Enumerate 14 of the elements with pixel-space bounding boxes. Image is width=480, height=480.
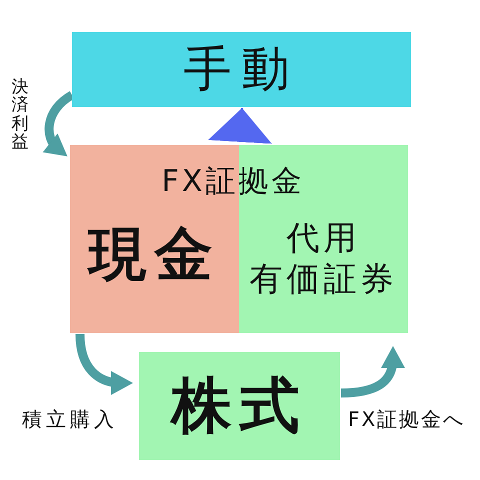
triangle-arrow xyxy=(208,108,272,144)
edge-label: FX証拠金へ xyxy=(348,407,466,431)
arrow xyxy=(340,346,404,398)
process-box xyxy=(72,32,411,107)
arrow xyxy=(76,334,133,394)
arrow xyxy=(42,91,74,158)
heading: FX証拠金 xyxy=(160,164,306,200)
node-text: 代用有価証券 xyxy=(250,217,398,300)
node-text: 現金 xyxy=(88,220,220,290)
edge-label: 決済利益 xyxy=(11,78,29,152)
process-box xyxy=(139,352,340,460)
node-text: 株式 xyxy=(172,370,308,442)
title-text: 手動 xyxy=(184,40,300,98)
margin-panel xyxy=(70,145,408,333)
